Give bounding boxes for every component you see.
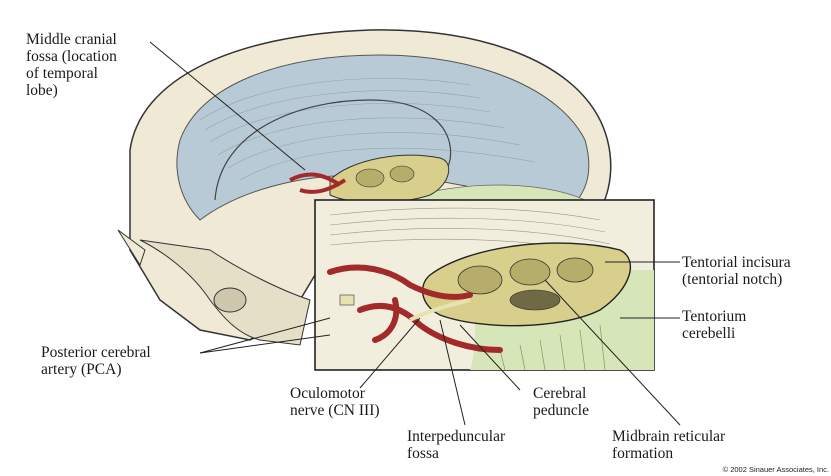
label-cerebral-peduncle: Cerebral peduncle [533,385,589,419]
copyright-credit: © 2002 Sinauer Associates, Inc. [723,465,829,474]
label-oculomotor-nerve: Oculomotor nerve (CN III) [290,385,380,419]
foramen [214,288,246,312]
label-tentorial-incisura: Tentorial incisura (tentorial notch) [682,254,791,288]
label-posterior-cerebral-artery: Posterior cerebral artery (PCA) [41,344,151,378]
label-tentorium-cerebelli: Tentorium cerebelli [682,308,746,342]
label-midbrain-reticular-formation: Midbrain reticular formation [612,428,725,462]
label-middle-cranial-fossa: Middle cranial fossa (location of tempor… [26,31,117,99]
label-interpeduncular-fossa: Interpeduncular fossa [407,428,505,462]
